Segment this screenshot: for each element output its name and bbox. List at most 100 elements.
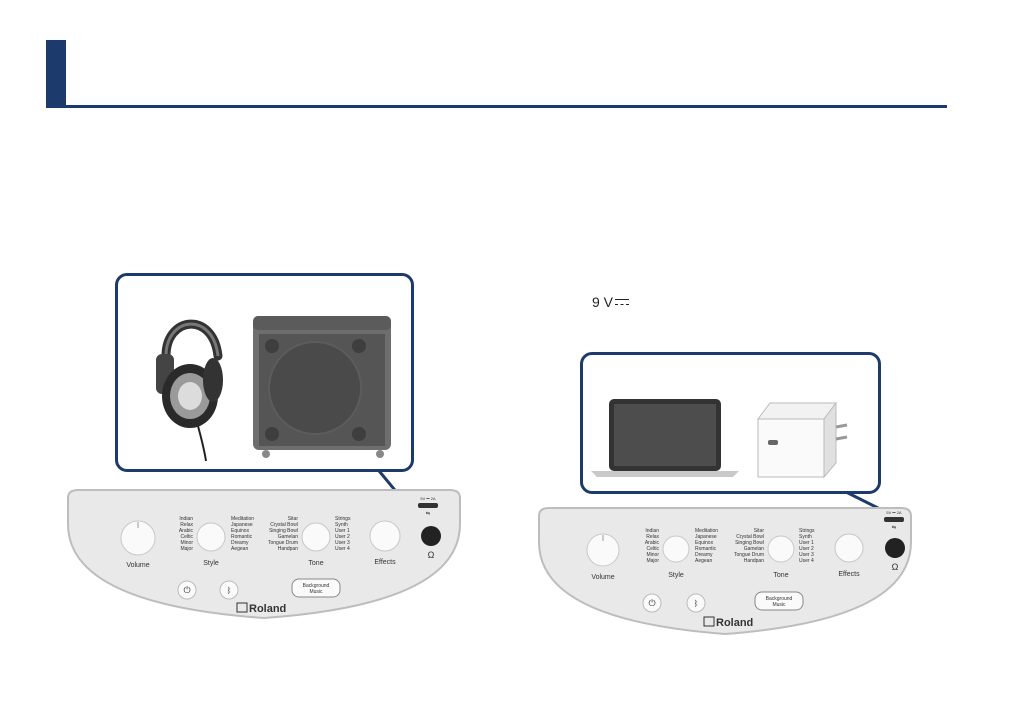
svg-text:Aegean: Aegean (231, 546, 248, 552)
svg-text:Music: Music (309, 589, 323, 595)
svg-text:Aegean: Aegean (695, 558, 712, 564)
style-left-list: Indian Relax Arabic Celtic Minor Major (179, 516, 194, 552)
usb-charger-image (757, 401, 848, 479)
svg-text:Roland: Roland (249, 603, 286, 615)
power-button[interactable]: ⏻ (642, 593, 662, 613)
style-knob[interactable] (196, 522, 226, 552)
svg-text:Japanese: Japanese (231, 522, 253, 528)
bluetooth-icon: ᛒ (694, 599, 699, 608)
usb-rating-text: 5V ⎓ 2A (420, 496, 436, 501)
effects-label: Effects (838, 571, 860, 578)
style-left-list: Indian Relax Arabic Celtic Minor Major (645, 528, 660, 564)
svg-text:Indian: Indian (645, 528, 659, 534)
headphones-image (156, 319, 223, 462)
svg-text:User 2: User 2 (335, 534, 350, 540)
tone-knob[interactable] (301, 522, 331, 552)
style-right-list: Meditation Japanese Equinox Romantic Dre… (231, 516, 254, 552)
svg-text:Celtic: Celtic (646, 546, 659, 552)
svg-text:Synth: Synth (335, 522, 348, 528)
bluetooth-button[interactable]: ᛒ (686, 593, 706, 613)
usb-rating-text: 5V ⎓ 2A (886, 510, 902, 515)
svg-text:Singing Bowl: Singing Bowl (269, 528, 298, 534)
svg-text:Romantic: Romantic (231, 534, 253, 540)
speaker-amp-image (253, 316, 391, 458)
svg-text:User 3: User 3 (799, 552, 814, 558)
svg-text:Equinox: Equinox (695, 540, 714, 546)
power-button[interactable]: ⏻ (177, 580, 197, 600)
svg-text:Minor: Minor (180, 540, 193, 546)
control-panel-left: Volume Style Tone Effects Indian Relax A… (67, 489, 461, 620)
control-panel-right: Volume Style Tone Effects Indian Relax A… (538, 507, 912, 636)
volume-label: Volume (591, 574, 614, 581)
usb-port[interactable]: 5V ⎓ 2A ⇆ (418, 496, 438, 517)
dc-symbol-icon (615, 299, 630, 307)
style-right-list: Meditation Japanese Equinox Romantic Dre… (695, 528, 718, 564)
headphone-jack[interactable] (885, 538, 905, 558)
svg-text:User 3: User 3 (335, 540, 350, 546)
voltage-note: 9 V (592, 294, 630, 310)
svg-text:Background: Background (766, 596, 793, 602)
svg-text:Minor: Minor (646, 552, 659, 558)
svg-text:User 4: User 4 (335, 546, 350, 552)
svg-text:Relax: Relax (646, 534, 659, 540)
roland-logo: Roland (236, 602, 286, 615)
bluetooth-icon: ᛒ (227, 586, 232, 595)
tone-label: Tone (773, 572, 788, 579)
svg-text:Singing Bowl: Singing Bowl (735, 540, 764, 546)
bluetooth-button[interactable]: ᛒ (219, 580, 239, 600)
tone-knob[interactable] (767, 535, 795, 563)
tone-left-list: Sitar Crystal Bowl Singing Bowl Gamelan … (268, 516, 298, 552)
background-music-button[interactable]: Background Music (754, 591, 804, 611)
tone-left-list: Sitar Crystal Bowl Singing Bowl Gamelan … (734, 528, 764, 564)
usb-port[interactable]: 5V ⎓ 2A ⇆ (884, 510, 904, 531)
style-label: Style (668, 572, 684, 579)
style-label: Style (203, 560, 219, 567)
power-icon: ⏻ (183, 585, 190, 595)
style-knob[interactable] (662, 535, 690, 563)
effects-knob[interactable] (369, 520, 401, 552)
headphone-jack[interactable] (421, 526, 441, 546)
background-music-button[interactable]: Background Music (291, 578, 341, 598)
voltage-text: 9 V (592, 294, 614, 310)
output-devices-callout (115, 273, 414, 472)
effects-label: Effects (374, 559, 396, 566)
svg-text:Music: Music (772, 602, 786, 608)
svg-text:Major: Major (646, 558, 659, 564)
usb-icon: ⇆ (426, 511, 430, 517)
power-sources-callout (580, 352, 881, 494)
tone-right-list: Strings Synth User 1 User 2 User 3 User … (799, 528, 815, 564)
svg-text:Major: Major (180, 546, 193, 552)
output-devices-illustration (156, 316, 391, 462)
svg-text:Equinox: Equinox (231, 528, 250, 534)
svg-text:Romantic: Romantic (695, 546, 717, 552)
svg-text:Handpan: Handpan (278, 546, 299, 552)
roland-logo: Roland (703, 616, 753, 629)
svg-text:User 1: User 1 (335, 528, 350, 534)
svg-text:Tongue Drum: Tongue Drum (268, 540, 298, 546)
svg-text:Dreamy: Dreamy (231, 540, 249, 546)
section-header-bar (46, 40, 66, 108)
headphone-jack-icon: Ω (428, 550, 435, 560)
svg-text:Meditation: Meditation (231, 516, 254, 522)
svg-text:Sitar: Sitar (288, 516, 299, 522)
svg-text:Gamelan: Gamelan (278, 534, 299, 540)
svg-text:Relax: Relax (180, 522, 193, 528)
svg-text:Indian: Indian (179, 516, 193, 522)
svg-text:Dreamy: Dreamy (695, 552, 713, 558)
svg-text:Meditation: Meditation (695, 528, 718, 534)
svg-text:User 1: User 1 (799, 540, 814, 546)
svg-text:Arabic: Arabic (645, 540, 660, 546)
laptop-image (591, 399, 739, 477)
tone-label: Tone (308, 560, 323, 567)
section-header-rule (66, 105, 947, 108)
svg-text:Strings: Strings (335, 516, 351, 522)
tone-right-list: Strings Synth User 1 User 2 User 3 User … (335, 516, 351, 552)
volume-knob[interactable] (586, 533, 620, 567)
volume-knob[interactable] (120, 520, 156, 556)
svg-text:User 4: User 4 (799, 558, 814, 564)
svg-text:Handpan: Handpan (744, 558, 765, 564)
svg-text:Tongue Drum: Tongue Drum (734, 552, 764, 558)
svg-text:Roland: Roland (716, 617, 753, 629)
effects-knob[interactable] (834, 533, 864, 563)
svg-text:Arabic: Arabic (179, 528, 194, 534)
